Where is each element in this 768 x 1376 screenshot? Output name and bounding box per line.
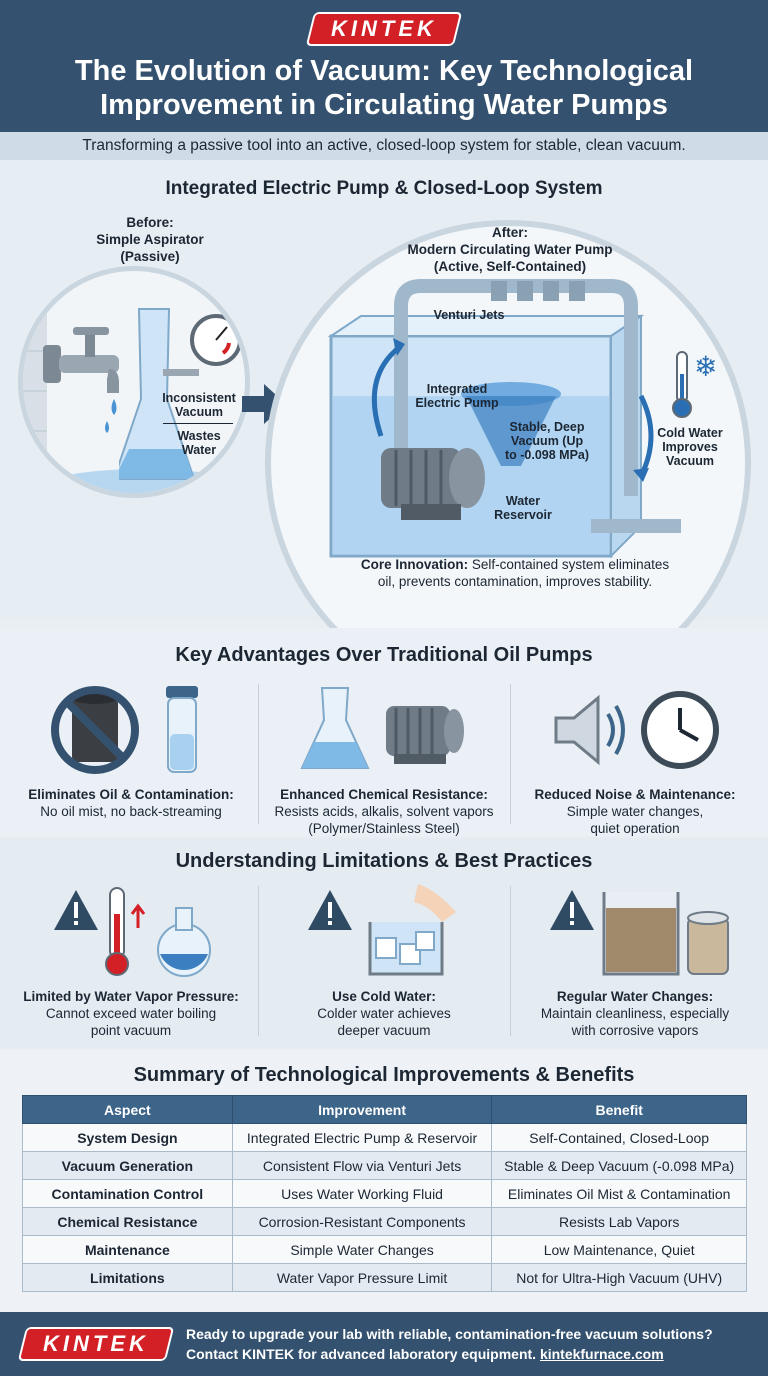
snowflake-icon: ❄ xyxy=(694,351,718,382)
column-header-improvement: Improvement xyxy=(231,1095,493,1124)
page-title: The Evolution of Vacuum: Key Technologic… xyxy=(20,54,748,122)
column-header-benefit: Benefit xyxy=(491,1095,747,1124)
vial-icon xyxy=(166,686,198,773)
flask-icon xyxy=(157,907,211,977)
section1-heading: Integrated Electric Pump & Closed-Loop S… xyxy=(165,178,603,199)
header: KINTEK The Evolution of Vacuum: Key Tech… xyxy=(0,0,768,132)
table-row: Limitations Water Vapor Pressure Limit N… xyxy=(22,1263,747,1292)
advantage-item-3: Reduced Noise & Maintenance: Simple wate… xyxy=(534,787,736,836)
limitation-item-3: Regular Water Changes: Maintain cleanlin… xyxy=(540,989,730,1038)
summary-table: Aspect Improvement Benefit System Design… xyxy=(22,1095,747,1292)
label-cold-water: Cold Water Improves Vacuum xyxy=(657,426,723,468)
table-row: Chemical Resistance Corrosion-Resistant … xyxy=(22,1207,747,1236)
label-stable-vacuum: Stable, Deep Vacuum (Up to -0.098 MPa) xyxy=(504,420,590,462)
label-integrated-pump: Integrated Electric Pump xyxy=(415,382,499,410)
label-venturi-jets: Venturi Jets xyxy=(433,308,505,322)
warning-icon xyxy=(550,890,594,930)
aspirator-illustration: Inconsistent Vacuum Wastes Water xyxy=(18,266,250,498)
section-limitations: Understanding Limitations & Best Practic… xyxy=(0,838,768,1048)
footer-cta: Ready to upgrade your lab with reliable,… xyxy=(186,1326,713,1362)
callout-wastes-water: Wastes Water xyxy=(177,429,221,457)
before-label: Before: Simple Aspirator (Passive) xyxy=(96,215,204,264)
clock-icon xyxy=(641,691,719,769)
limitation-item-2: Use Cold Water: Colder water achieves de… xyxy=(317,989,451,1038)
flask-icon xyxy=(119,308,199,480)
table-row: Contamination Control Uses Water Working… xyxy=(22,1179,747,1208)
vacuum-gauge-icon xyxy=(190,314,242,366)
thermometer-icon xyxy=(672,351,692,418)
section3-heading: Understanding Limitations & Best Practic… xyxy=(175,850,593,872)
website-link[interactable]: kintekfurnace.com xyxy=(539,1346,664,1362)
advantage-item-2: Enhanced Chemical Resistance: Resists ac… xyxy=(274,787,494,836)
title-line-1: The Evolution of Vacuum: Key Technologic… xyxy=(74,55,694,87)
page-subtitle: Transforming a passive tool into an acti… xyxy=(0,132,768,160)
logo-text: KINTEK xyxy=(331,16,437,41)
circulating-pump-illustration xyxy=(265,220,751,706)
thermometer-icon xyxy=(105,887,129,976)
table-row: Vacuum Generation Consistent Flow via Ve… xyxy=(22,1151,747,1180)
beaker-icon xyxy=(300,687,370,769)
callout-inconsistent-vacuum: Inconsistent Vacuum xyxy=(162,391,236,419)
section-advantages: Key Advantages Over Traditional Oil Pump… xyxy=(0,628,768,836)
motor-icon xyxy=(386,706,464,764)
footer-kintek-logo: KINTEK xyxy=(17,1327,175,1361)
limitation-item-1: Limited by Water Vapor Pressure: Cannot … xyxy=(23,989,239,1038)
speaker-icon xyxy=(554,694,625,766)
table-row: System Design Integrated Electric Pump &… xyxy=(22,1123,747,1152)
title-line-2: Improvement in Circulating Water Pumps xyxy=(100,89,668,121)
section4-heading: Summary of Technological Improvements & … xyxy=(133,1064,635,1086)
filter-cartridge-icon xyxy=(687,911,729,975)
column-header-aspect: Aspect xyxy=(22,1095,233,1124)
core-innovation: Core Innovation: Self-contained system e… xyxy=(360,557,670,589)
section-evolution: Integrated Electric Pump & Closed-Loop S… xyxy=(0,160,768,706)
table-header-row: Aspect Improvement Benefit xyxy=(22,1095,747,1124)
kintek-logo: KINTEK xyxy=(305,12,463,46)
table-row: Maintenance Simple Water Changes Low Mai… xyxy=(22,1235,747,1264)
no-oil-icon xyxy=(51,686,139,774)
section-summary: Summary of Technological Improvements & … xyxy=(0,1050,768,1312)
advantage-item-1: Eliminates Oil & Contamination: No oil m… xyxy=(28,787,234,819)
electric-pump-icon xyxy=(327,279,681,559)
after-label: After: Modern Circulating Water Pump (Ac… xyxy=(407,225,613,274)
warning-icon xyxy=(54,890,98,930)
section2-heading: Key Advantages Over Traditional Oil Pump… xyxy=(175,644,593,666)
label-water-reservoir: Water Reservoir xyxy=(494,494,552,522)
ice-cubes-icon xyxy=(368,884,456,976)
warning-icon xyxy=(308,890,352,930)
footer: KINTEK Ready to upgrade your lab with re… xyxy=(0,1312,768,1376)
